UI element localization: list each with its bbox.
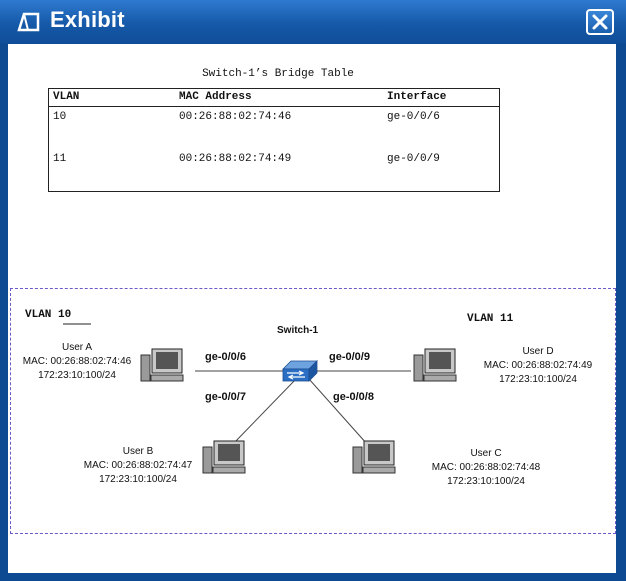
diagram-links bbox=[63, 323, 457, 474]
user-c-label: User C MAC: 00:26:88:02:74:48 172:23:10:… bbox=[411, 447, 561, 489]
cell-interface: ge-0/0/9 bbox=[387, 153, 440, 165]
close-button[interactable] bbox=[586, 9, 614, 35]
switch-label: Switch-1 bbox=[277, 325, 319, 336]
column-header-mac: MAC Address bbox=[175, 88, 383, 107]
computer-icon-user-a bbox=[140, 348, 184, 382]
user-a-name: User A bbox=[61, 342, 92, 353]
cell-interface: ge-0/0/6 bbox=[387, 111, 440, 123]
cell-vlan: 10 bbox=[53, 111, 67, 123]
user-d-mac: MAC: 00:26:88:02:74:49 bbox=[483, 360, 593, 371]
port-label-ge-0-0-9: ge-0/0/9 bbox=[329, 351, 370, 363]
user-a-ip: 172:23:10:100/24 bbox=[38, 370, 116, 381]
table-row: 11 00:26:88:02:74:49 ge-0/0/9 bbox=[49, 149, 500, 192]
user-c-ip: 172:23:10:100/24 bbox=[447, 476, 525, 487]
switch-icon bbox=[282, 360, 318, 382]
user-b-mac: MAC: 00:26:88:02:74:47 bbox=[83, 460, 193, 471]
column-header-interface: Interface bbox=[383, 88, 500, 107]
user-d-ip: 172:23:10:100/24 bbox=[499, 374, 577, 385]
table-row: 10 00:26:88:02:74:46 ge-0/0/6 bbox=[49, 107, 500, 150]
vlan-10-label: VLAN 10 bbox=[25, 309, 72, 321]
computer-icon-user-b bbox=[202, 440, 246, 474]
user-d-name: User D bbox=[522, 346, 554, 357]
computer-icon-user-c bbox=[352, 440, 396, 474]
cell-mac: 00:26:88:02:74:49 bbox=[179, 153, 292, 165]
exhibit-icon bbox=[17, 12, 40, 32]
bridge-table-title: Switch-1’s Bridge Table bbox=[202, 68, 354, 80]
computer-icon-user-d bbox=[413, 348, 457, 382]
port-label-ge-0-0-8: ge-0/0/8 bbox=[333, 391, 374, 403]
window-title: Exhibit bbox=[50, 7, 125, 32]
user-d-label: User D MAC: 00:26:88:02:74:49 172:23:10:… bbox=[463, 345, 613, 387]
user-c-mac: MAC: 00:26:88:02:74:48 bbox=[431, 462, 541, 473]
user-b-name: User B bbox=[122, 446, 154, 457]
user-a-label: User A MAC: 00:26:88:02:74:46 172:23:10:… bbox=[11, 341, 143, 383]
vlan-11-label: VLAN 11 bbox=[467, 313, 514, 325]
bridge-table: VLAN MAC Address Interface 10 00:26:88:0… bbox=[48, 88, 500, 192]
cell-vlan: 11 bbox=[53, 153, 67, 165]
port-label-ge-0-0-7: ge-0/0/7 bbox=[205, 391, 246, 403]
title-bar: Exhibit bbox=[0, 0, 626, 44]
user-b-label: User B MAC: 00:26:88:02:74:47 172:23:10:… bbox=[63, 445, 213, 487]
cell-mac: 00:26:88:02:74:46 bbox=[179, 111, 292, 123]
exhibit-content: Switch-1’s Bridge Table VLAN MAC Address… bbox=[8, 44, 616, 573]
link-user-c bbox=[308, 378, 368, 445]
network-diagram: VLAN 10 VLAN 11 Switch-1 ge-0/0/6 ge-0/0… bbox=[10, 288, 616, 534]
user-a-mac: MAC: 00:26:88:02:74:46 bbox=[22, 356, 132, 367]
port-label-ge-0-0-6: ge-0/0/6 bbox=[205, 351, 246, 363]
link-user-b bbox=[232, 378, 297, 445]
user-c-name: User C bbox=[470, 448, 502, 459]
column-header-vlan: VLAN bbox=[48, 88, 175, 107]
user-b-ip: 172:23:10:100/24 bbox=[99, 474, 177, 485]
table-header-row: VLAN MAC Address Interface bbox=[48, 88, 500, 107]
close-icon bbox=[592, 14, 608, 30]
